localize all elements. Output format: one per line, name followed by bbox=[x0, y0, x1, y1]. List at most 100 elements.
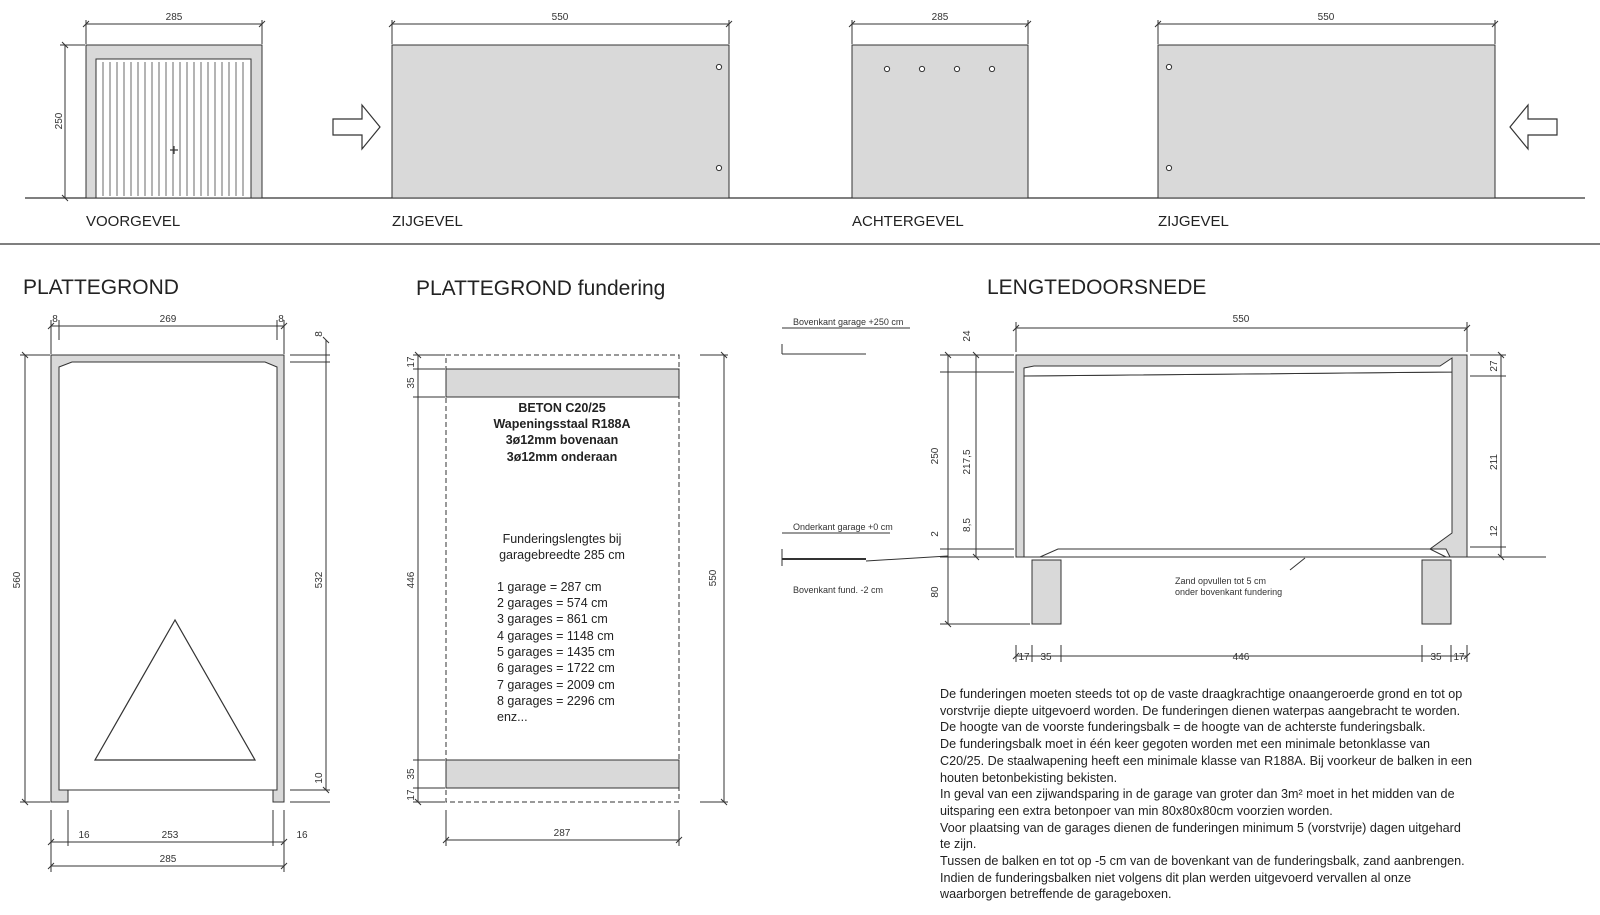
voorgevel-label: VOORGEVEL bbox=[86, 213, 180, 230]
spec-bovenaan: 3ø12mm bovenaan bbox=[506, 433, 619, 447]
note-line: In geval van een zijwandsparing in de ga… bbox=[940, 787, 1455, 802]
dim-bottom-right: 16 bbox=[296, 830, 308, 841]
note-line: houten betonbekisting bekisten. bbox=[940, 770, 1118, 785]
achtergevel-elevation bbox=[848, 20, 1032, 199]
doorsnede-title: LENGTEDOORSNEDE bbox=[987, 276, 1206, 299]
dim-sec-b35a: 35 bbox=[1040, 652, 1052, 663]
zijgevel-left-width: 550 bbox=[552, 12, 569, 23]
voorgevel-elevation bbox=[60, 20, 266, 202]
length-row: 3 garages = 861 cm bbox=[497, 612, 608, 626]
level-top-label: Bovenkant garage +250 cm bbox=[793, 317, 903, 327]
garage-door-slats bbox=[102, 62, 244, 196]
fundering-spec: BETON C20/25 Wapeningsstaal R188A 3ø12mm… bbox=[493, 401, 630, 724]
dim-sec-b35b: 35 bbox=[1430, 652, 1442, 663]
plattegrond-plan bbox=[20, 320, 330, 872]
fundering-title: PLATTEGROND fundering bbox=[416, 277, 665, 300]
foundation-beam-top bbox=[445, 368, 680, 398]
dim-sec-24: 24 bbox=[962, 330, 973, 342]
dim-fund-bot-17: 17 bbox=[406, 789, 417, 801]
dim-sec-250: 250 bbox=[930, 447, 941, 464]
foundation-right bbox=[1421, 559, 1452, 625]
dim-sec-85: 8,5 bbox=[962, 518, 973, 532]
dim-fund-width: 287 bbox=[554, 828, 571, 839]
triangle-symbol bbox=[93, 618, 257, 761]
length-row: 7 garages = 2009 cm bbox=[497, 678, 615, 692]
dim-fund-bot-35: 35 bbox=[406, 768, 417, 780]
elevations bbox=[0, 20, 1600, 245]
note-line: De funderingen moeten steeds tot op de v… bbox=[940, 687, 1463, 701]
dim-fund-mid: 446 bbox=[406, 571, 417, 588]
achtergevel-label: ACHTERGEVEL bbox=[852, 213, 964, 230]
arrow-right-icon bbox=[332, 103, 381, 151]
spec-wapening: Wapeningsstaal R188A bbox=[493, 417, 630, 431]
arrow-left-icon bbox=[1509, 103, 1558, 151]
dim-length: 560 bbox=[12, 571, 23, 588]
note-line: De hoogte van de voorste funderingsbalk … bbox=[940, 720, 1426, 735]
lengths-intro-2: garagebreedte 285 cm bbox=[499, 548, 625, 562]
dim-sec-12: 12 bbox=[1489, 525, 1500, 537]
zijgevel-right-label: ZIJGEVEL bbox=[1158, 213, 1229, 230]
dim-inner-length: 532 bbox=[314, 571, 325, 588]
note-line: C20/25. De staalwapening heeft een minim… bbox=[940, 753, 1473, 768]
length-row: 6 garages = 1722 cm bbox=[497, 661, 615, 675]
length-row: 5 garages = 1435 cm bbox=[497, 645, 615, 659]
foundation-beam-bottom bbox=[445, 759, 680, 789]
dim-fund-right: 550 bbox=[708, 569, 719, 586]
foundation-notes: De funderingen moeten steeds tot op de v… bbox=[940, 686, 1560, 903]
sand-note-1: Zand opvullen tot 5 cm bbox=[1175, 576, 1266, 586]
length-row: 8 garages = 2296 cm bbox=[497, 694, 615, 708]
dim-total-width: 285 bbox=[160, 854, 177, 865]
dim-sec-b17b: 17 bbox=[1453, 652, 1465, 663]
dim-sec-2: 2 bbox=[930, 531, 941, 537]
foundation-left bbox=[1031, 559, 1062, 625]
note-line: De funderingsbalk moet in één keer gegot… bbox=[940, 737, 1431, 752]
lengths-intro-1: Funderingslengtes bij bbox=[503, 532, 622, 546]
dim-right-wall: 8 bbox=[278, 314, 284, 325]
elevation-texts: 285 250 VOORGEVEL 550 ZIJGEVEL 285 ACHTE… bbox=[54, 12, 1335, 230]
dim-bottom-mid: 253 bbox=[162, 830, 179, 841]
spec-onderaan: 3ø12mm onderaan bbox=[507, 450, 617, 464]
level-fund-label: Bovenkant fund. -2 cm bbox=[793, 585, 883, 595]
dim-sec-top-width: 550 bbox=[1233, 314, 1250, 325]
fundering-dims: 17 35 446 35 17 550 287 bbox=[406, 356, 719, 839]
dim-sec-b446: 446 bbox=[1233, 652, 1250, 663]
note-line: waarborgen betreffende de garageboxen. bbox=[940, 887, 1172, 902]
doorsnede-section bbox=[781, 322, 1546, 662]
zijgevel-left-label: ZIJGEVEL bbox=[392, 213, 463, 230]
dim-inner-width: 269 bbox=[160, 314, 177, 325]
length-row: 2 garages = 574 cm bbox=[497, 596, 608, 610]
dim-sec-27: 27 bbox=[1489, 360, 1500, 372]
note-line: uitsparing een extra betonpoer van min 8… bbox=[940, 803, 1333, 818]
dim-top-wall: 8 bbox=[314, 331, 325, 337]
zijgevel-left-elevation bbox=[388, 20, 733, 199]
note-line: vorstvrije diepte uitgevoerd worden. De … bbox=[940, 703, 1461, 718]
dim-bottom: 10 bbox=[314, 772, 325, 784]
dim-bottom-left: 16 bbox=[78, 830, 90, 841]
dim-fund-top-35: 35 bbox=[406, 377, 417, 389]
length-row: 1 garage = 287 cm bbox=[497, 580, 602, 594]
spec-beton: BETON C20/25 bbox=[518, 401, 605, 415]
zijgevel-right-width: 550 bbox=[1318, 12, 1335, 23]
plattegrond-dims: 8 269 8 8 560 532 10 16 253 16 285 bbox=[12, 314, 325, 865]
doorsnede-texts: Bovenkant garage +250 cm Onderkant garag… bbox=[793, 314, 1500, 663]
achtergevel-width: 285 bbox=[932, 12, 949, 23]
note-line: Tussen de balken en tot op -5 cm van de … bbox=[940, 854, 1465, 869]
level-bottom-label: Onderkant garage +0 cm bbox=[793, 522, 893, 532]
note-line: Voor plaatsing van de garages dienen de … bbox=[940, 820, 1461, 835]
sand-note-2: onder bovenkant fundering bbox=[1175, 587, 1282, 597]
note-line: Indien de funderingsbalken niet volgens … bbox=[940, 870, 1412, 885]
dim-sec-b17a: 17 bbox=[1018, 652, 1030, 663]
zijgevel-right-elevation bbox=[1154, 20, 1499, 199]
length-row: 4 garages = 1148 cm bbox=[497, 629, 614, 643]
length-row: enz... bbox=[497, 710, 528, 724]
voorgevel-width: 285 bbox=[166, 12, 183, 23]
dim-sec-2175: 217,5 bbox=[962, 449, 973, 474]
dim-sec-80: 80 bbox=[930, 586, 941, 598]
note-line: te zijn. bbox=[940, 837, 977, 852]
voorgevel-height: 250 bbox=[54, 112, 65, 129]
fundering-plan bbox=[413, 351, 728, 846]
dim-fund-top-17: 17 bbox=[406, 356, 417, 368]
dim-left-wall: 8 bbox=[52, 314, 58, 325]
plattegrond-title: PLATTEGROND bbox=[23, 276, 179, 299]
